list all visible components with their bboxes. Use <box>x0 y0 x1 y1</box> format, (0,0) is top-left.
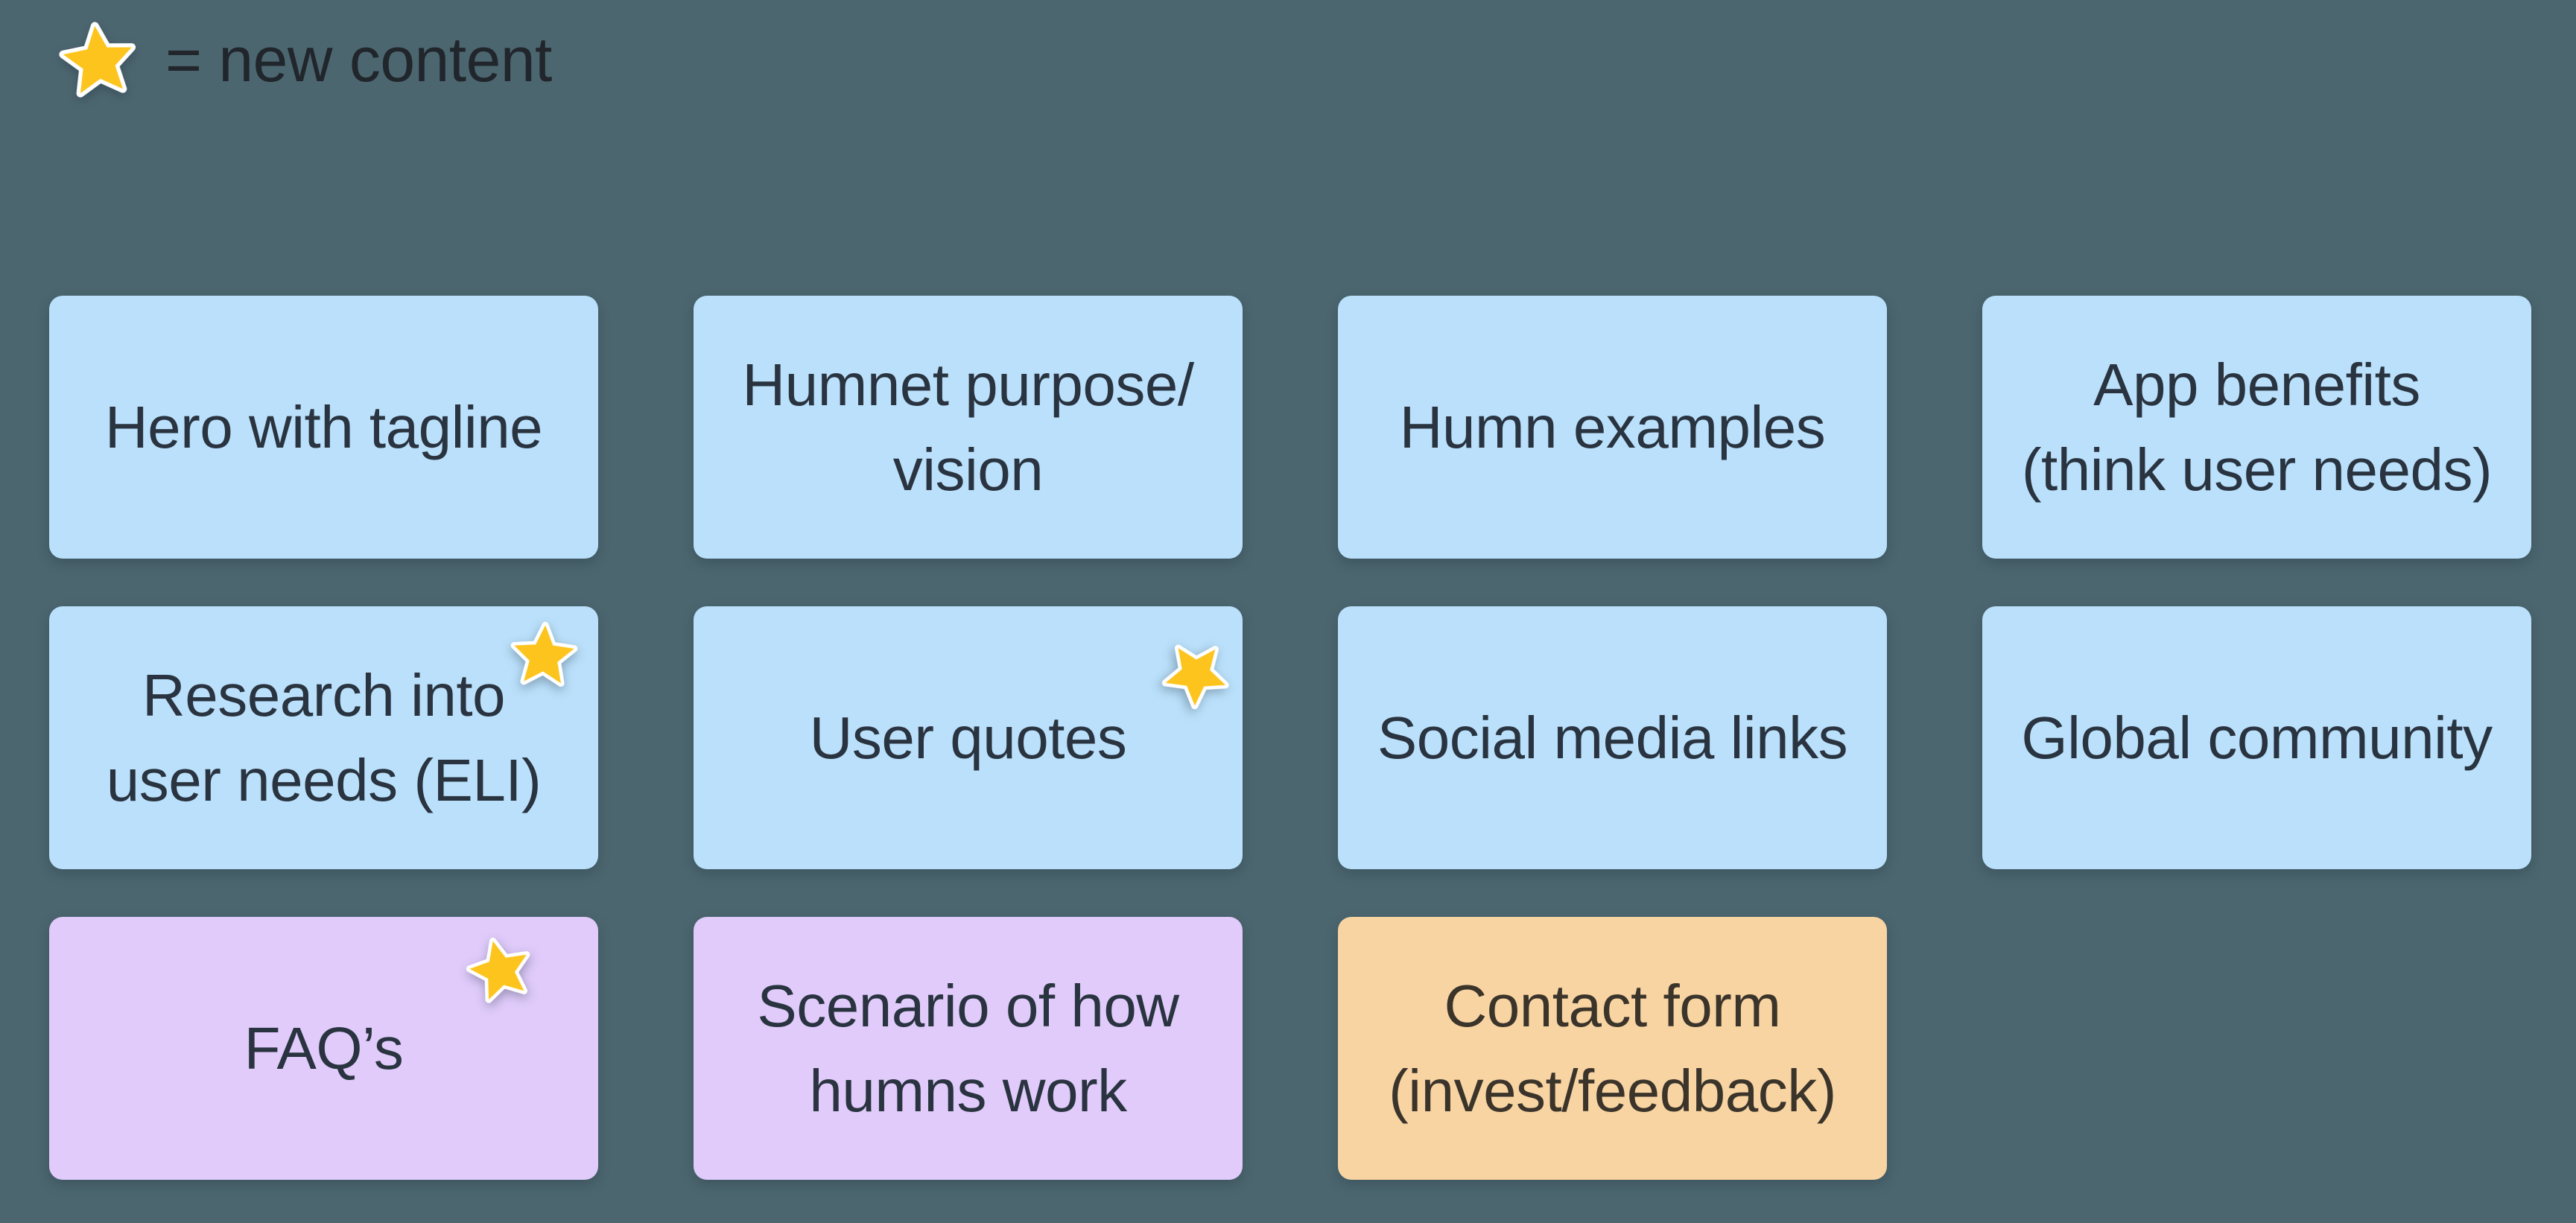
sticky-note-grid: Hero with tagline Humnet purpose/ vision… <box>49 296 2531 1180</box>
legend-label[interactable]: = new content <box>165 25 552 95</box>
sticky-note-text: Contact form (invest/feedback) <box>1389 972 1836 1124</box>
sticky-note-text: Hero with tagline <box>104 393 543 460</box>
new-content-star-icon[interactable] <box>509 620 579 690</box>
sticky-note-text: Humnet purpose/ vision <box>742 351 1194 503</box>
sticky-note-user-quotes[interactable]: User quotes <box>694 606 1243 869</box>
sticky-note-research-user-needs[interactable]: Research into user needs (ELI) <box>49 606 598 869</box>
sticky-note-faqs[interactable]: FAQ’s <box>49 917 598 1180</box>
sticky-note-humnet-purpose-vision[interactable]: Humnet purpose/ vision <box>694 296 1243 559</box>
sticky-note-scenario-humns-work[interactable]: Scenario of how humns work <box>694 917 1243 1180</box>
sticky-note-hero-with-tagline[interactable]: Hero with tagline <box>49 296 598 559</box>
sticky-note-text: Scenario of how humns work <box>757 972 1179 1124</box>
sticky-note-contact-form[interactable]: Contact form (invest/feedback) <box>1338 917 1887 1180</box>
new-content-star-icon[interactable] <box>1162 638 1232 708</box>
sticky-note-text: Humn examples <box>1399 393 1826 460</box>
sticky-note-text: User quotes <box>809 704 1127 771</box>
sticky-note-global-community[interactable]: Global community <box>1982 606 2531 869</box>
new-content-star-icon[interactable] <box>466 935 534 1003</box>
sticky-note-text: FAQ’s <box>244 1014 404 1081</box>
sticky-note-text: Social media links <box>1377 704 1848 771</box>
sticky-note-social-media-links[interactable]: Social media links <box>1338 606 1887 869</box>
sticky-note-text: Research into user needs (ELI) <box>106 661 542 813</box>
sticky-note-app-benefits[interactable]: App benefits (think user needs) <box>1982 296 2531 559</box>
new-content-star-icon[interactable] <box>58 19 139 100</box>
legend: = new content <box>58 19 552 100</box>
sticky-note-text: App benefits (think user needs) <box>2021 351 2493 503</box>
sticky-note-text: Global community <box>2021 704 2493 771</box>
sticky-note-humn-examples[interactable]: Humn examples <box>1338 296 1887 559</box>
